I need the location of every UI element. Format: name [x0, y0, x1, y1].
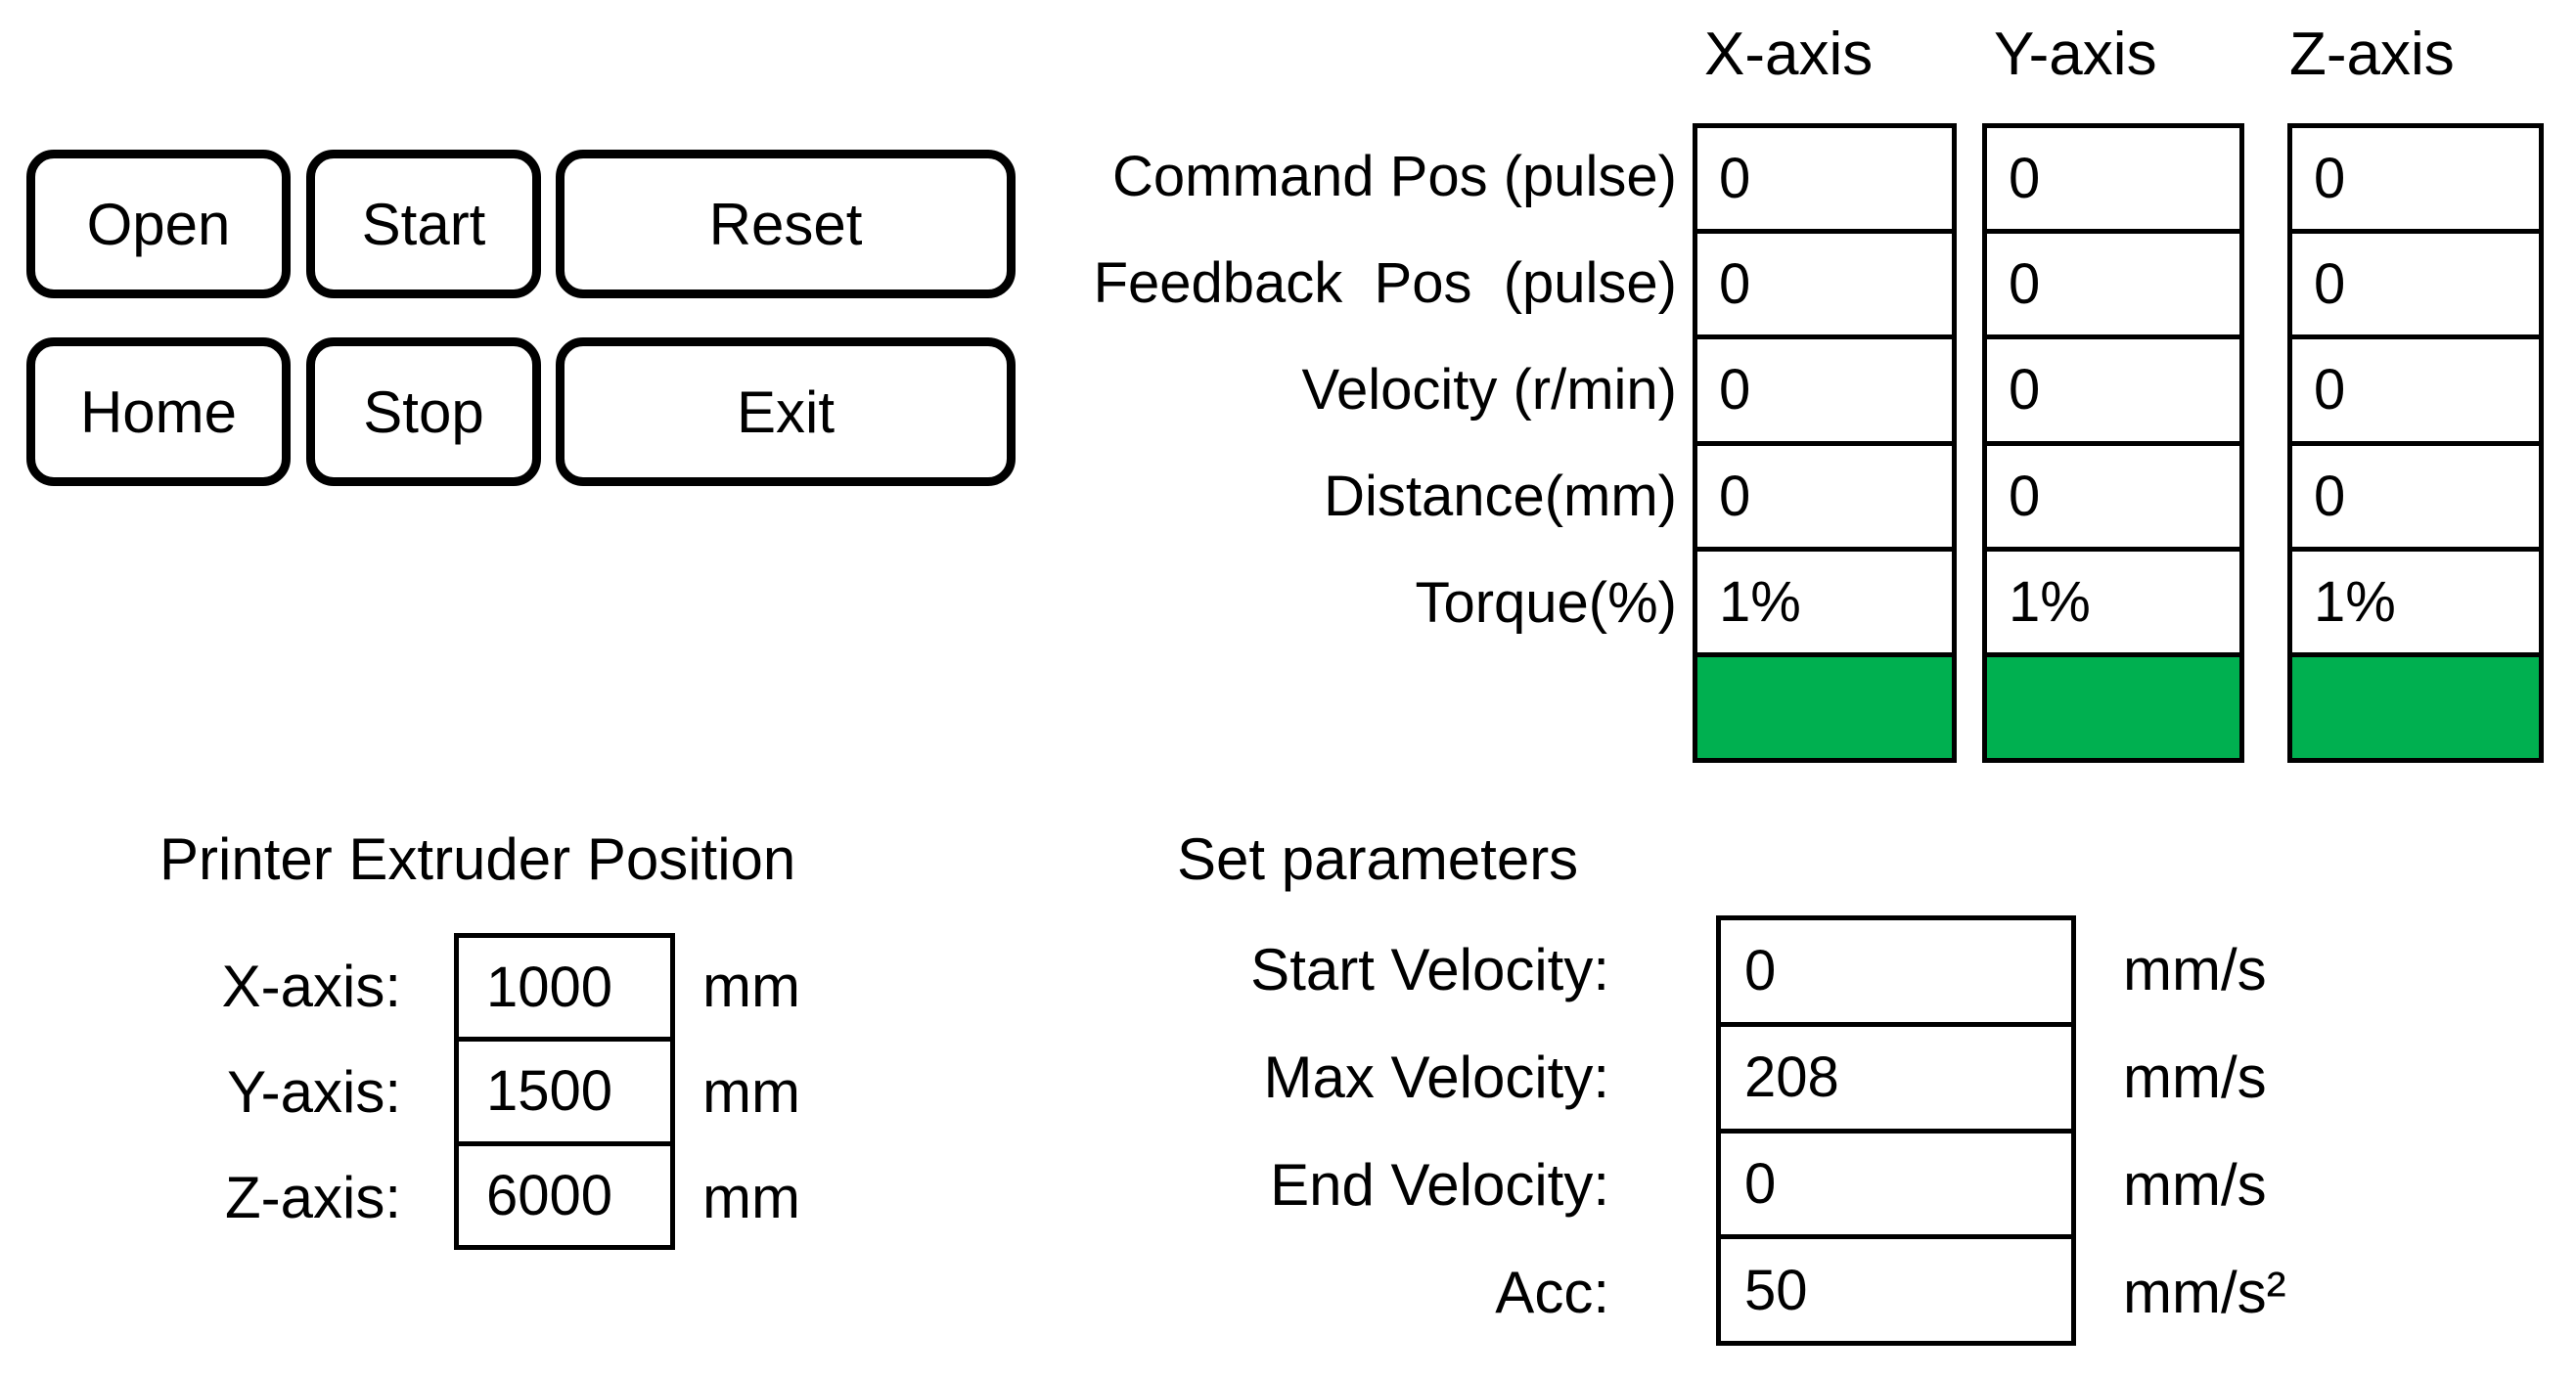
y-torque-value: 1%	[1987, 546, 2239, 652]
y-axis-status-indicator	[1987, 651, 2239, 759]
end-velocity-label: End Velocity:	[1270, 1151, 1609, 1218]
extruder-x-unit: mm	[702, 953, 800, 1019]
set-parameters-fields: 0 208 0 50	[1716, 915, 2076, 1346]
extruder-z-position-field[interactable]: 6000	[459, 1140, 670, 1245]
z-torque-value: 1%	[2292, 546, 2539, 652]
extruder-z-unit: mm	[702, 1164, 800, 1230]
y-feedback-pos-value: 0	[1987, 229, 2239, 334]
z-velocity-value: 0	[2292, 334, 2539, 440]
z-axis-status-indicator	[2292, 651, 2539, 759]
max-velocity-unit: mm/s	[2123, 1044, 2267, 1110]
z-command-pos-value: 0	[2314, 147, 2346, 211]
extruder-position-fields: 1000 1500 6000	[454, 933, 675, 1250]
feedback-pos-row-label: Feedback Pos (pulse)	[1093, 251, 1677, 315]
set-parameters-title: Set parameters	[1177, 825, 1579, 892]
home-button[interactable]: Home	[26, 337, 291, 486]
x-feedback-pos-value: 0	[1697, 229, 1952, 334]
reset-button[interactable]: Reset	[556, 150, 1016, 298]
end-velocity-field[interactable]: 0	[1721, 1128, 2071, 1235]
stop-button[interactable]: Stop	[306, 337, 541, 486]
x-axis-status-indicator	[1697, 651, 1952, 759]
start-velocity-label: Start Velocity:	[1250, 936, 1609, 1002]
z-axis-monitor-column: 0 0 0 0 1%	[2287, 123, 2544, 763]
x-distance-value: 0	[1697, 440, 1952, 547]
extruder-y-position-field[interactable]: 1500	[459, 1037, 670, 1140]
extruder-y-axis-label: Y-axis:	[227, 1058, 401, 1125]
acc-field[interactable]: 50	[1721, 1234, 2071, 1341]
start-button[interactable]: Start	[306, 150, 541, 298]
start-velocity-unit: mm/s	[2123, 936, 2267, 1002]
y-velocity-value: 0	[1987, 334, 2239, 440]
extruder-z-axis-label: Z-axis:	[225, 1164, 401, 1230]
z-distance-value: 0	[2292, 440, 2539, 547]
max-velocity-label: Max Velocity:	[1263, 1044, 1609, 1110]
distance-row-label: Distance(mm)	[1324, 465, 1677, 528]
y-distance-value: 0	[1987, 440, 2239, 547]
x-torque-value: 1%	[1697, 546, 1952, 652]
max-velocity-field[interactable]: 208	[1721, 1021, 2071, 1129]
y-axis-monitor-column: 0 0 0 0 1%	[1982, 123, 2244, 763]
x-velocity-value: 0	[1697, 334, 1952, 440]
extruder-x-axis-label: X-axis:	[221, 953, 401, 1019]
extruder-y-unit: mm	[702, 1058, 800, 1125]
velocity-row-label: Velocity (r/min)	[1301, 358, 1677, 422]
z-feedback-pos-value: 0	[2292, 229, 2539, 334]
x-command-pos-value: 0	[1719, 147, 1751, 211]
acc-unit: mm/s²	[2123, 1259, 2286, 1325]
acc-label: Acc:	[1495, 1259, 1609, 1325]
y-axis-column-header: Y-axis	[1994, 20, 2157, 88]
x-axis-column-header: X-axis	[1704, 20, 1874, 88]
y-command-pos-value: 0	[2009, 147, 2041, 211]
start-velocity-field[interactable]: 0	[1744, 939, 1777, 1003]
extruder-x-position-field[interactable]: 1000	[486, 956, 613, 1020]
command-pos-row-label: Command Pos (pulse)	[1112, 145, 1677, 208]
exit-button[interactable]: Exit	[556, 337, 1016, 486]
extruder-position-title: Printer Extruder Position	[159, 825, 796, 892]
torque-row-label: Torque(%)	[1415, 571, 1677, 635]
open-button[interactable]: Open	[26, 150, 291, 298]
end-velocity-unit: mm/s	[2123, 1151, 2267, 1218]
x-axis-monitor-column: 0 0 0 0 1%	[1693, 123, 1957, 763]
z-axis-column-header: Z-axis	[2289, 20, 2455, 88]
